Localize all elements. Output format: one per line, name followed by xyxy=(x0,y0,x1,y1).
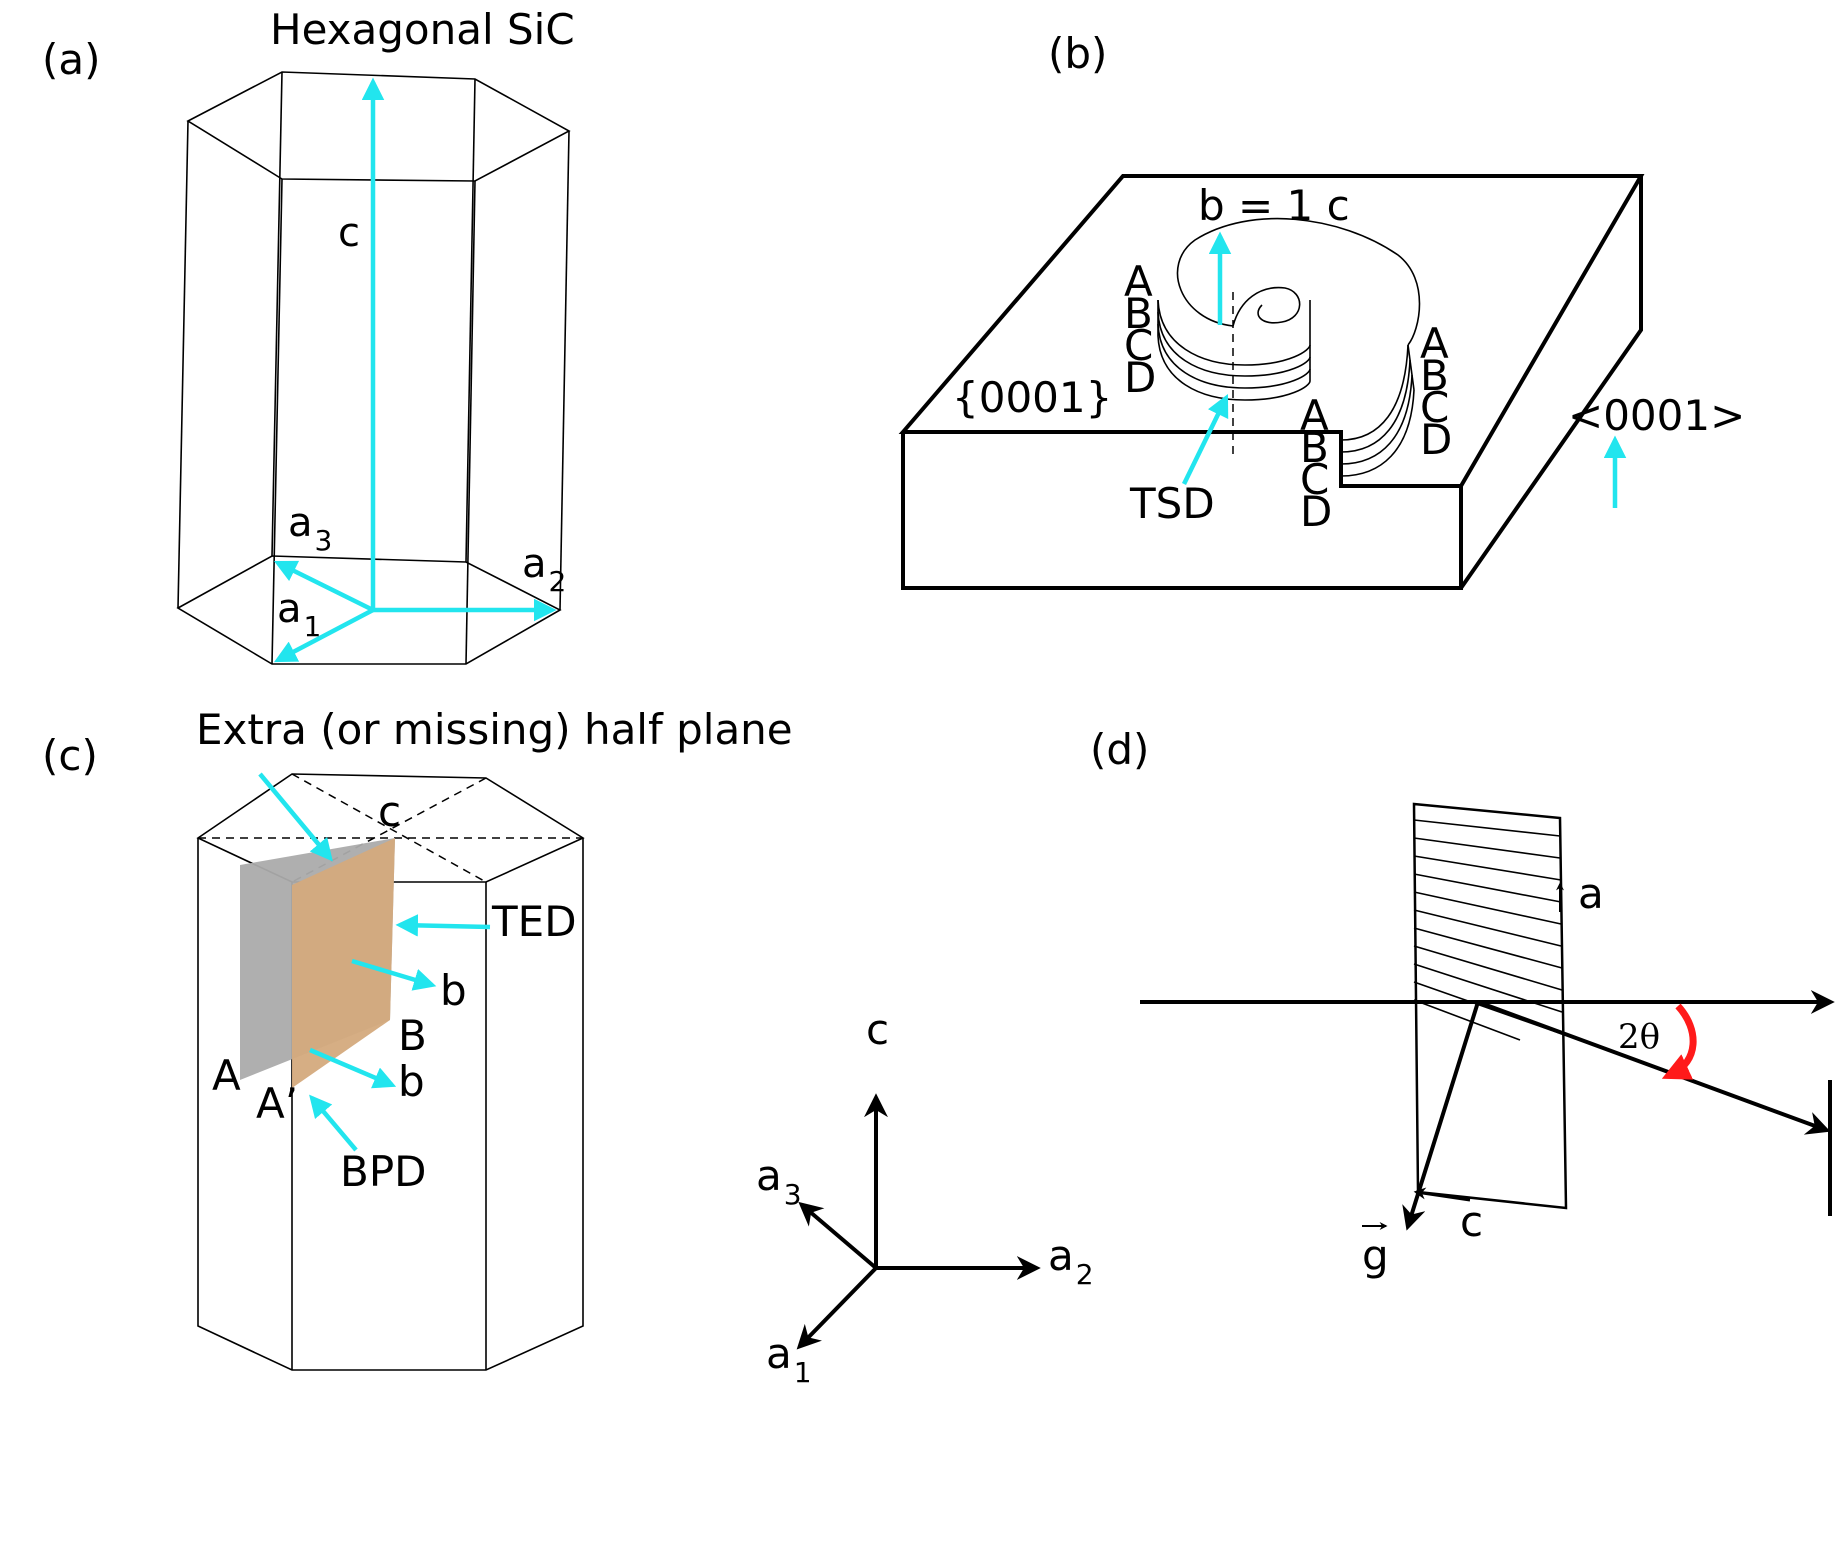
stacking-labels-step: A B C D xyxy=(1300,391,1332,536)
crystal-slab xyxy=(898,174,1645,590)
tsd-label: TSD xyxy=(1129,479,1215,528)
g-vector-label: g xyxy=(1362,1231,1389,1280)
panel-a: (a) Hexagonal SiC c a3 a2 a1 xyxy=(42,5,575,665)
axis-a1-label: a1 xyxy=(766,1329,812,1389)
burgers-vector-label: b = 1 c xyxy=(1198,181,1350,230)
axis-a1-arrow xyxy=(796,1266,878,1350)
panel-d-label: (d) xyxy=(1090,725,1149,774)
b-vector-arrow-1 xyxy=(351,958,437,991)
a-point-label: A xyxy=(212,1051,241,1100)
hexagonal-prism xyxy=(176,71,571,665)
b-point-label: B xyxy=(398,1011,427,1060)
a3-axis-arrow xyxy=(273,560,374,613)
c-axis-label: c xyxy=(338,210,360,256)
stacking-right-3: D xyxy=(1420,415,1452,464)
stacking-left-1: B xyxy=(1124,289,1153,338)
panel-b-label: (b) xyxy=(1048,29,1107,78)
diffracted-beam-arrow xyxy=(1477,1000,1831,1135)
stacking-left-3: D xyxy=(1124,353,1156,402)
panel-c-title: Extra (or missing) half plane xyxy=(196,705,793,754)
axis-a3-label: a3 xyxy=(756,1151,802,1211)
c-vector-label: c xyxy=(1460,1197,1483,1246)
panel-a-title: Hexagonal SiC xyxy=(270,5,575,54)
c-vector-arrow xyxy=(1413,1187,1471,1202)
tan-half-plane xyxy=(292,838,395,1088)
panel-c: (c) Extra (or missing) half plane c TED … xyxy=(42,705,1094,1389)
two-theta-arrow xyxy=(1661,1003,1697,1080)
spiral-step xyxy=(1157,217,1421,477)
c-direction-label: <0001> xyxy=(1568,391,1745,440)
stacking-left-0: A xyxy=(1124,257,1153,306)
half-plane-pointer-arrow xyxy=(258,772,333,862)
stacking-right-2: C xyxy=(1420,383,1449,432)
a1-axis-arrow xyxy=(274,608,375,663)
a-vector-label: a xyxy=(1578,869,1604,918)
crystal-plate xyxy=(1412,802,1568,1210)
bpd-pointer-arrow xyxy=(309,1094,358,1152)
stacking-labels-left: A B C D xyxy=(1124,257,1156,402)
bpd-label: BPD xyxy=(340,1147,426,1196)
axis-a2-label: a2 xyxy=(1048,1231,1094,1291)
stacking-step-0: A xyxy=(1300,391,1329,440)
panel-b: (b) xyxy=(898,29,1745,590)
b-vector-arrow-2 xyxy=(309,1047,397,1089)
basal-plane-label: {0001} xyxy=(952,373,1112,422)
axis-a3-arrow xyxy=(798,1201,878,1270)
tsd-pointer-arrow xyxy=(1181,393,1229,485)
stacking-step-2: C xyxy=(1300,455,1329,504)
panel-d: (d) 2θ a c g xyxy=(1090,725,1835,1280)
b-label-2: b xyxy=(398,1057,425,1106)
b-label-1: b xyxy=(440,966,467,1015)
stacking-right-0: A xyxy=(1420,319,1449,368)
half-planes xyxy=(240,838,395,1088)
a-prime-point-label: A’ xyxy=(256,1079,298,1128)
lattice-vectors-a xyxy=(273,77,557,663)
lattice-planes xyxy=(1413,819,1563,1041)
axes-triad: c a3 a2 a1 xyxy=(756,1005,1094,1389)
stacking-step-3: D xyxy=(1300,487,1332,536)
a2-label: a2 xyxy=(522,541,566,598)
stacking-labels-right: A B C D xyxy=(1420,319,1452,464)
axis-c-label: c xyxy=(866,1005,889,1054)
stacking-left-2: C xyxy=(1124,321,1153,370)
a3-label: a3 xyxy=(288,500,332,557)
stacking-right-1: B xyxy=(1420,351,1449,400)
ted-pointer-arrow xyxy=(395,914,491,937)
two-theta-label: 2θ xyxy=(1618,1017,1660,1057)
stacking-step-1: B xyxy=(1300,423,1329,472)
c-point-label: c xyxy=(378,787,401,836)
ted-label: TED xyxy=(491,897,577,946)
a1-label: a1 xyxy=(277,586,321,643)
panel-c-label: (c) xyxy=(42,731,98,780)
panel-a-label: (a) xyxy=(42,35,101,84)
